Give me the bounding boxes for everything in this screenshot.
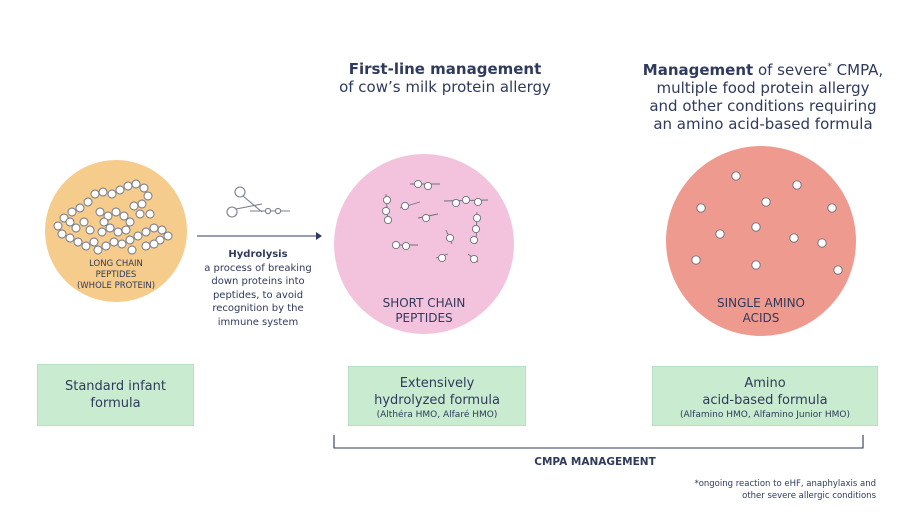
hydrolysis-line5: immune system [217, 316, 299, 328]
severe-heading-star: * [827, 62, 832, 72]
long-chain-label-line1: LONG CHAIN [89, 259, 143, 269]
amino-acids-label-line1: SINGLE AMINO [716, 296, 806, 310]
standard-formula-line1: Standard infant [64, 379, 166, 394]
hydrolysis-line1: a process of breaking [204, 262, 312, 274]
amino-formula-line1: Amino [744, 376, 786, 391]
hydrolysis-line3: peptides, to avoid [212, 289, 304, 301]
long-chain-label-line3: (WHOLE PROTEIN) [76, 281, 156, 291]
severe-heading-rest-1: of severe [753, 61, 828, 79]
footnote-line2: other severe allergic conditions [742, 491, 876, 501]
hydrolysis-title: Hydrolysis [228, 249, 288, 260]
amino-acids-label-line2: ACIDS [742, 311, 780, 325]
extensive-formula-line1: Extensively [399, 376, 475, 391]
severe-heading-bold: Management [642, 61, 754, 79]
severe-heading-line4: an amino acid-based formula [653, 115, 873, 133]
footnote-line1: *ongoing reaction to eHF, anaphylaxis an… [694, 479, 876, 489]
short-chain-label-line1: SHORT CHAIN [382, 296, 466, 310]
standard-formula-line2: formula [90, 396, 141, 411]
first-line-heading: First-line management of cow’s milk prot… [320, 60, 570, 96]
extensive-formula-line2: hydrolyzed formula [374, 393, 500, 408]
severe-heading-line3: and other conditions requiring [649, 97, 877, 115]
short-chain-label: SHORT CHAIN PEPTIDES [354, 296, 494, 326]
severe-heading-rest-2: CMPA, [831, 61, 884, 79]
amino-formula-brands: (Alfamino HMO, Alfamino Junior HMO) [680, 410, 850, 420]
cmpa-management-label: CMPA MANAGEMENT [534, 456, 656, 468]
first-line-heading-rest: of cow’s milk protein allergy [339, 78, 551, 96]
hydrolysis-line2: down proteins into [211, 276, 305, 287]
severe-heading: Management of severe* CMPA, multiple foo… [628, 58, 898, 133]
long-chain-label-line2: PEPTIDES [95, 270, 137, 280]
hydrolysis-text: Hydrolysis a process of breaking down pr… [193, 248, 323, 329]
hydrolysis-line4: recognition by the [212, 303, 304, 314]
amino-formula-line2: acid-based formula [702, 393, 828, 408]
amino-formula-box: Amino acid-based formula (Alfamino HMO, … [652, 366, 878, 426]
first-line-heading-bold: First-line management [348, 60, 542, 78]
severe-heading-line2: multiple food protein allergy [656, 79, 870, 97]
short-chain-label-line2: PEPTIDES [395, 311, 453, 325]
long-chain-label: LONG CHAIN PEPTIDES (WHOLE PROTEIN) [55, 259, 177, 292]
standard-formula-box: Standard infant formula [37, 364, 194, 426]
footnote: *ongoing reaction to eHF, anaphylaxis an… [640, 478, 876, 502]
extensive-formula-box: Extensively hydrolyzed formula (Althéra … [348, 366, 526, 426]
extensive-formula-brands: (Althéra HMO, Alfaré HMO) [376, 410, 498, 420]
amino-acids-label: SINGLE AMINO ACIDS [691, 296, 831, 326]
